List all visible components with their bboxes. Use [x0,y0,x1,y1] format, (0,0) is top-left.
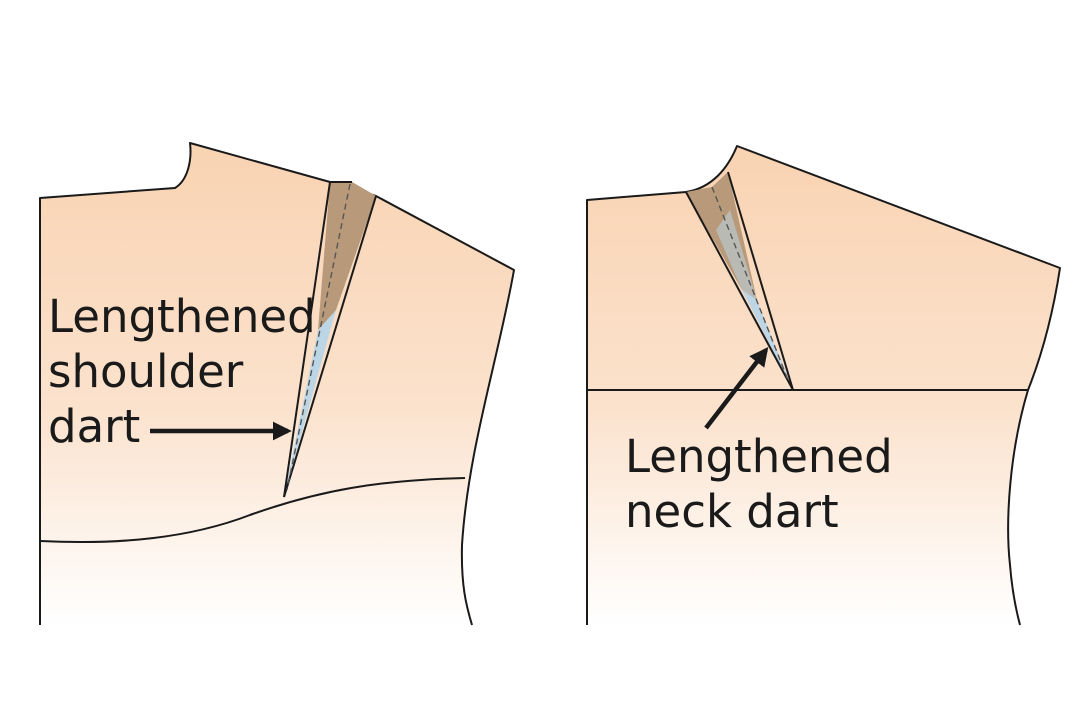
shoulder-dart-fold-lower [318,182,376,330]
shoulder-dart-label-line3: dart [48,400,140,453]
shoulder-dart [283,181,377,498]
shoulder-dart-inner [284,310,336,497]
left-waist-seam [39,477,466,544]
left-bodice-panel: Lengthened shoulder dart [39,142,515,626]
shoulder-dart-label-line2: shoulder [48,345,244,398]
left-bodice-fabric [40,143,514,625]
neck-dart-inner-mid [716,210,757,300]
neck-dart [685,171,794,391]
left-bodice-outline [39,142,515,626]
neck-dart-label-line1: Lengthened [625,430,893,483]
right-bodice-outline [586,145,1061,626]
shoulder-dart-fold-line [286,183,351,491]
right-bodice-panel: Lengthened neck dart [586,145,1061,626]
shoulder-dart-label-line1: Lengthened [48,290,316,343]
right-bodice-fabric [587,146,1060,625]
neck-dart-fold-line [711,186,789,381]
neck-dart-label-line2: neck dart [625,485,839,538]
neck-dart-arrow [704,347,769,430]
